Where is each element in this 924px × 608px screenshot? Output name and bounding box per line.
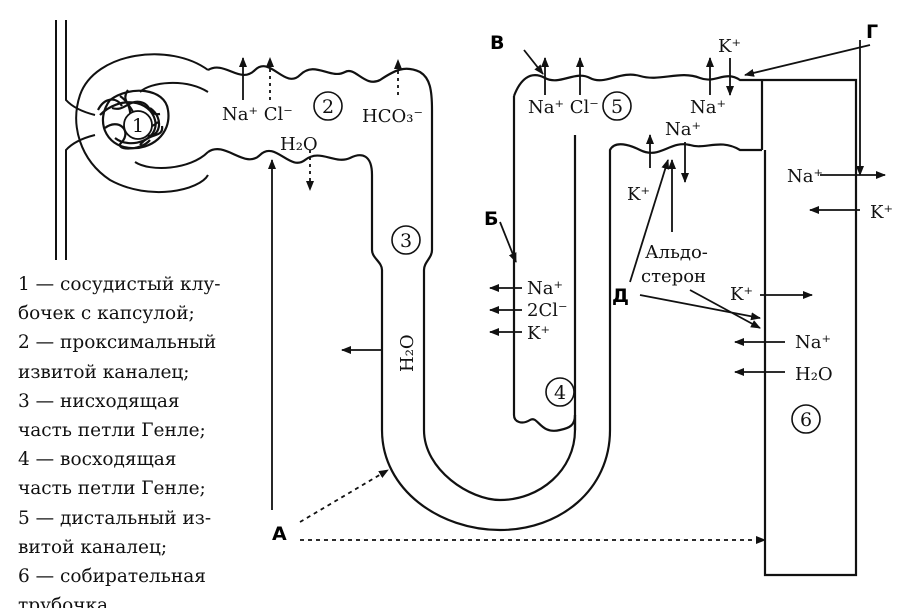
legend-line: извитой каналец; — [18, 361, 190, 383]
label-k-collecting: K⁺ — [870, 202, 893, 223]
circle-1 — [123, 110, 153, 140]
circle-6 — [791, 404, 821, 434]
letter-v: В — [490, 32, 504, 54]
circle-3 — [391, 225, 421, 255]
label-k-ascending: K⁺ — [527, 323, 550, 344]
label-na-collecting-2: Na⁺ — [795, 332, 831, 353]
label-na-cl-proximal: Na⁺ Cl⁻ — [222, 104, 293, 125]
legend-line: 5 — дистальный из- — [18, 507, 212, 529]
ion-labels: Na⁺ Cl⁻ H₂O HCO₃⁻ H₂O Na⁺ 2Cl⁻ K⁺ Na⁺ Cl… — [222, 36, 893, 385]
segment-6-number: 6 — [800, 409, 812, 431]
label-aldosterone-1: Альдо- — [645, 242, 708, 263]
legend-line: 6 — собирательная — [18, 566, 206, 588]
segment-4-number: 4 — [554, 382, 566, 404]
bowman-capsule — [75, 53, 209, 194]
label-hco3: HCO₃⁻ — [362, 106, 423, 127]
legend-line: 3 — нисходящая — [18, 390, 180, 412]
label-na-ascending: Na⁺ — [527, 278, 563, 299]
proximal-tubule — [207, 65, 612, 532]
segment-2-number: 2 — [322, 96, 334, 118]
legend-line: 1 — сосудистый клу- — [18, 274, 221, 295]
segment-1-number: 1 — [132, 115, 144, 137]
blood-vessels — [55, 20, 96, 260]
segment-5-number: 5 — [611, 96, 623, 118]
legend-line: витой каналец; — [18, 536, 168, 558]
label-na-cl-distal: Na⁺ Cl⁻ — [528, 97, 599, 118]
label-h2o-collecting: H₂O — [795, 364, 833, 385]
label-h2o-proximal: H₂O — [280, 134, 318, 155]
label-na-middle: Na⁺ — [665, 119, 701, 140]
label-2cl-ascending: 2Cl⁻ — [527, 300, 567, 321]
legend-line: 2 — проксимальный — [18, 332, 217, 354]
letter-g: Г — [866, 21, 878, 43]
label-h2o-descending: H₂O — [397, 334, 418, 372]
legend-line: часть петли Генле; — [18, 478, 206, 500]
letter-markers: А Б В Г Д — [272, 21, 878, 545]
letter-d: Д — [612, 285, 629, 307]
transport-arrows — [239, 40, 886, 544]
label-k-collecting-2: K⁺ — [730, 284, 753, 305]
legend-line: бочек с капсулой; — [18, 303, 195, 325]
circle-2 — [313, 91, 343, 121]
circle-5 — [602, 91, 632, 121]
letter-a: А — [272, 523, 287, 545]
circle-4 — [545, 377, 575, 407]
legend: 1 — сосудистый клу- бочек с капсулой; 2 … — [18, 270, 248, 608]
legend-line: трубочка. — [18, 595, 114, 608]
segment-numbers: 1 2 3 4 5 6 — [132, 91, 821, 434]
segment-3-number: 3 — [400, 230, 412, 252]
label-aldosterone-2: стерон — [641, 266, 706, 287]
legend-line: 4 — восходящая — [18, 449, 177, 471]
label-k-middle: K⁺ — [627, 184, 650, 205]
collecting-duct — [760, 78, 858, 577]
ascending-limb — [512, 73, 762, 432]
label-k-top: K⁺ — [718, 36, 741, 57]
label-na-top: Na⁺ — [690, 97, 726, 118]
letter-b: Б — [484, 208, 498, 230]
legend-line: часть петли Генле; — [18, 420, 206, 442]
label-na-collecting: Na⁺ — [787, 166, 823, 187]
